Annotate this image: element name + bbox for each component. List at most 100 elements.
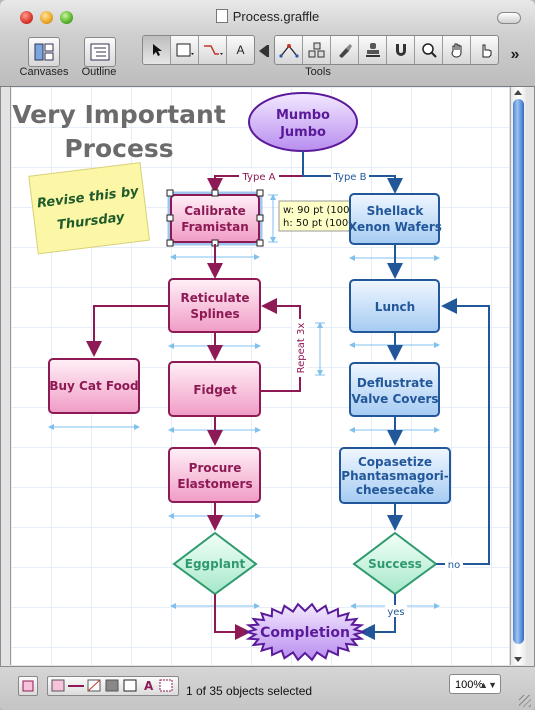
line-tool-icon (203, 45, 223, 55)
node-procure-elastomers[interactable] (168, 447, 261, 503)
magnifier-icon (421, 43, 437, 58)
minimize-window-button[interactable] (40, 11, 53, 24)
toolbar-overflow-button[interactable]: » (510, 46, 520, 63)
node-calibrate-framistan[interactable] (170, 194, 260, 243)
node-lunch-label: Lunch (375, 300, 415, 314)
canvases-icon (34, 43, 54, 61)
no-label-bg (445, 557, 463, 571)
canvases-label: Canvases (19, 66, 69, 78)
canvases-button[interactable] (28, 37, 60, 67)
no-label: no (448, 560, 460, 571)
style-inspector-strip[interactable]: A (47, 676, 179, 696)
resize-grip-icon[interactable] (519, 695, 531, 707)
node-success-label: Success (368, 557, 422, 571)
hand-tool[interactable] (443, 36, 471, 64)
diagram-canvas[interactable]: Very Important Process Revise this by Th… (10, 87, 509, 665)
pointer-arrow-icon (152, 44, 162, 56)
node-fidget-label: Fidget (193, 383, 237, 397)
sticky-note[interactable]: Revise this by Thursday (28, 162, 151, 255)
vertical-scrollbar[interactable] (510, 87, 526, 665)
hand-icon (450, 43, 461, 58)
yes-label-bg (385, 605, 407, 617)
zoom-level-value: 100% (455, 679, 484, 691)
pointing-hand-icon (482, 44, 491, 58)
size-tooltip-height: h: 50 pt (100%) (283, 218, 362, 229)
zoom-tool[interactable] (415, 36, 443, 64)
toolbar-toggle-button[interactable] (497, 12, 521, 24)
selection-tool[interactable] (143, 36, 171, 64)
diagram-tool[interactable] (303, 36, 331, 64)
text-style-swatch-button[interactable] (18, 676, 38, 696)
start-node-line2: Jumbo (279, 125, 326, 140)
svg-text:A: A (144, 679, 154, 693)
size-tooltip-width: w: 90 pt (100%) (283, 205, 363, 216)
node-reticulate-splines[interactable] (168, 278, 261, 333)
outline-label: Outline (81, 66, 117, 78)
repeat-label-bg (292, 319, 308, 377)
connector-reticulate-buycatfood[interactable] (86, 305, 169, 357)
node-reticulate-line2: Splines (190, 307, 239, 321)
node-procure-line1: Procure (189, 461, 242, 475)
tools-group-2 (274, 35, 499, 65)
stamp-icon (365, 43, 380, 57)
node-calibrate-line2: Framistan (181, 220, 249, 234)
yes-label: yes (387, 607, 404, 618)
scroll-up-arrow-icon[interactable] (514, 90, 522, 95)
scrollbar-thumb[interactable] (513, 99, 524, 644)
node-deflustrate-line2: Valve Covers (351, 392, 438, 406)
type-b-label: Type B (332, 172, 366, 183)
close-window-button[interactable] (20, 11, 33, 24)
selection-handles[interactable] (166, 189, 264, 247)
node-procure-line2: Elastomers (177, 477, 252, 491)
connect-tool-icon (278, 44, 299, 58)
node-completion[interactable] (243, 602, 367, 662)
scroll-down-arrow-icon[interactable] (514, 657, 522, 662)
toolbar-divider-handle[interactable] (256, 37, 270, 65)
node-eggplant-label: Eggplant (185, 557, 246, 571)
diagram-heading-line2[interactable]: Process (64, 134, 173, 163)
node-copasetize-line2: Phantasmagori- (341, 469, 448, 483)
status-bar: A 1 of 35 objects selected 100% ▲▼ (0, 666, 535, 710)
node-copasetize-line3: cheesecake (356, 483, 434, 497)
stamp-tool[interactable] (359, 36, 387, 64)
selection-status-text: 1 of 35 objects selected (186, 684, 313, 698)
diagram-tool-icon (308, 42, 324, 58)
stepper-arrows-icon: ▲▼ (479, 680, 497, 690)
window-title: Process.graffle (0, 9, 535, 24)
connector-success-no-lunch[interactable] (436, 298, 490, 565)
node-buy-cat-food-label: Buy Cat Food (49, 379, 138, 393)
zoom-window-button[interactable] (60, 11, 73, 24)
tools-label: Tools (305, 66, 331, 78)
magnet-connect-tool[interactable] (275, 36, 303, 64)
repeat-label: Repeat 3x (296, 323, 307, 374)
zoom-level-select[interactable]: 100% ▲▼ (449, 674, 501, 694)
node-deflustrate-line1: Deflustrate (357, 376, 433, 390)
shape-tool[interactable] (171, 36, 199, 64)
outline-button[interactable] (84, 37, 116, 67)
type-b-label-bg (331, 169, 369, 183)
diagram-heading-line1[interactable]: Very Important (12, 100, 226, 129)
window-title-text: Process.graffle (232, 9, 320, 24)
style-swatches-icon: A (51, 679, 173, 693)
tools-group-1: A (142, 35, 255, 65)
text-tool[interactable]: A (227, 36, 254, 64)
type-a-label: Type A (242, 172, 276, 183)
line-tool[interactable] (199, 36, 227, 64)
node-shellack-xenon-wafers[interactable] (349, 193, 440, 245)
document-icon (215, 9, 228, 23)
node-completion-label: Completion (260, 625, 350, 641)
browse-tool[interactable] (471, 36, 498, 64)
node-calibrate-line1: Calibrate (184, 204, 246, 218)
node-copasetize-line1: Copasetize (358, 455, 432, 469)
connector-eggplant-completion[interactable] (214, 594, 251, 640)
node-buy-cat-food[interactable] (48, 358, 140, 414)
style-brush-tool[interactable] (331, 36, 359, 64)
node-shellack-line1: Shellack (367, 204, 425, 218)
text-color-icon (22, 680, 34, 692)
start-node-line1: Mumbo (276, 108, 330, 123)
text-tool-icon: A (236, 43, 245, 57)
magnet-tool[interactable] (387, 36, 415, 64)
brush-icon (338, 44, 352, 58)
type-a-label-bg (239, 169, 279, 183)
